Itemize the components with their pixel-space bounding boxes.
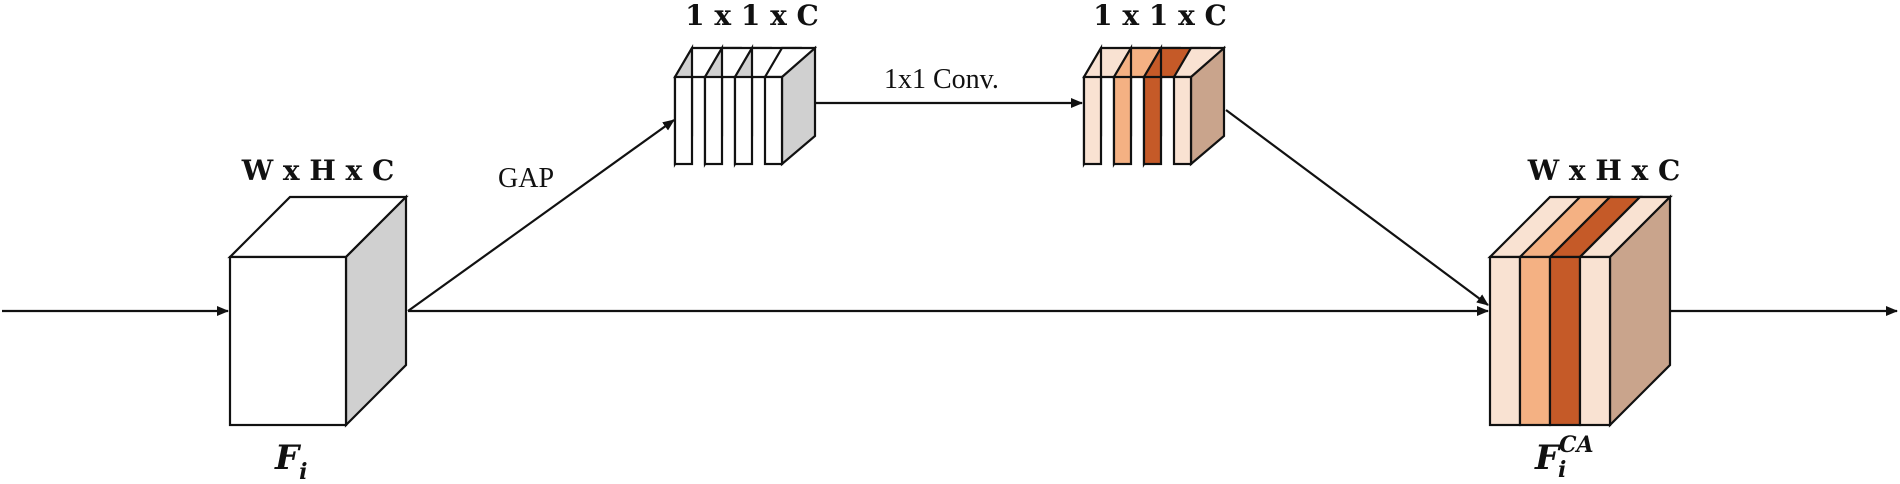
output-dims-label: W x H x C bbox=[1527, 154, 1681, 187]
gap-slice bbox=[763, 45, 817, 167]
input-name-label: Fi bbox=[274, 438, 308, 484]
input-cube-front bbox=[228, 255, 348, 427]
gap-vector-stack bbox=[673, 43, 817, 168]
output-name-sup: CA bbox=[1559, 432, 1594, 458]
output-name-sub: i bbox=[1558, 457, 1566, 483]
output-feature-cube bbox=[1487, 194, 1673, 428]
gap-dims-label: 1 x 1 x C bbox=[685, 0, 819, 32]
conv-dims-label: 1 x 1 x C bbox=[1093, 0, 1227, 32]
conv-slice bbox=[1172, 45, 1226, 167]
gap-op-label: GAP bbox=[498, 163, 554, 194]
output-name-base: F bbox=[1534, 438, 1562, 478]
conv-op-label: 1x1 Conv. bbox=[884, 64, 999, 95]
gap-arrow bbox=[407, 119, 675, 312]
input-dims-label: W x H x C bbox=[241, 154, 395, 187]
connections bbox=[2, 98, 1898, 316]
scale-arrow bbox=[1225, 109, 1489, 306]
conv-vector-stack bbox=[1082, 43, 1226, 168]
input-feature-cube bbox=[227, 194, 409, 428]
output-name-label: F i CA bbox=[1534, 432, 1594, 483]
conv-slice bbox=[1142, 43, 1211, 168]
gap-slice bbox=[673, 43, 742, 168]
